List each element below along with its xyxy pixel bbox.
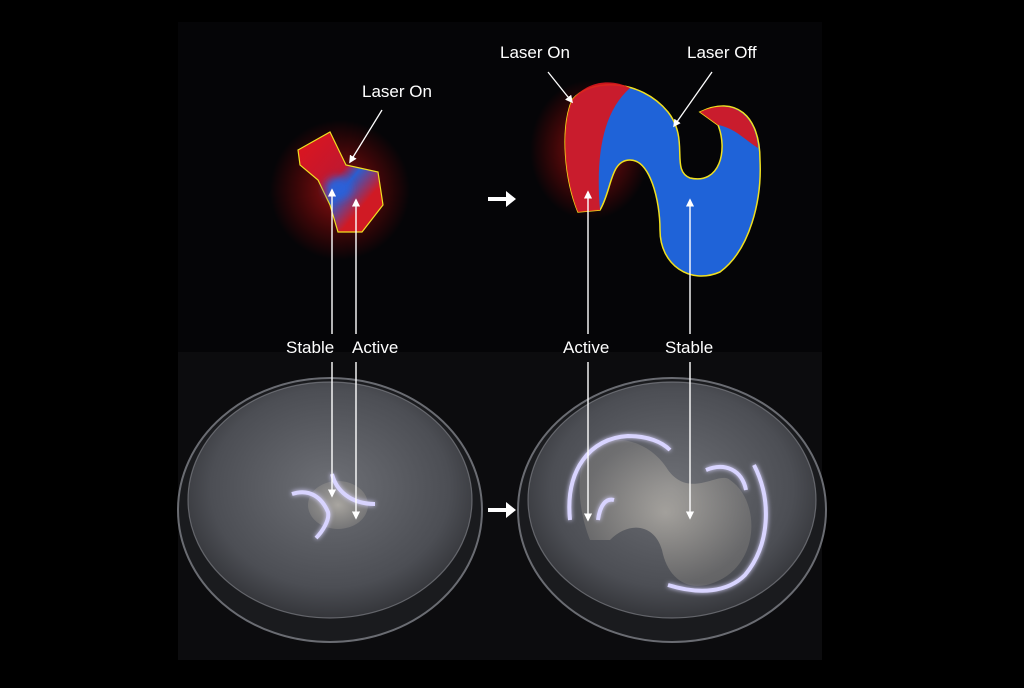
label-laser-on-right: Laser On [500, 43, 570, 62]
label-active-left: Active [352, 338, 399, 357]
led-arc [567, 433, 672, 521]
label-stable-left: Stable [286, 338, 335, 357]
led-arc [330, 473, 376, 506]
led-arc [667, 464, 768, 593]
simulation-shape-right [530, 80, 761, 277]
led-arc [291, 490, 331, 540]
arrow-laser-on-left [349, 109, 383, 164]
petri-dish-left [177, 377, 483, 643]
petri-dish-right [517, 377, 827, 643]
arrow-laser-off-right [673, 71, 713, 128]
simulation-shape-left [270, 120, 410, 260]
led-arc [596, 497, 615, 521]
label-stable-right: Stable [665, 338, 714, 357]
label-laser-off-right: Laser Off [687, 43, 757, 62]
label-active-right: Active [563, 338, 610, 357]
arrow-right-top [488, 191, 516, 207]
label-laser-on-left: Laser On [362, 82, 432, 101]
arrow-right-bottom [488, 502, 516, 518]
arrow-laser-on-right [547, 71, 573, 104]
led-arc [705, 464, 748, 491]
